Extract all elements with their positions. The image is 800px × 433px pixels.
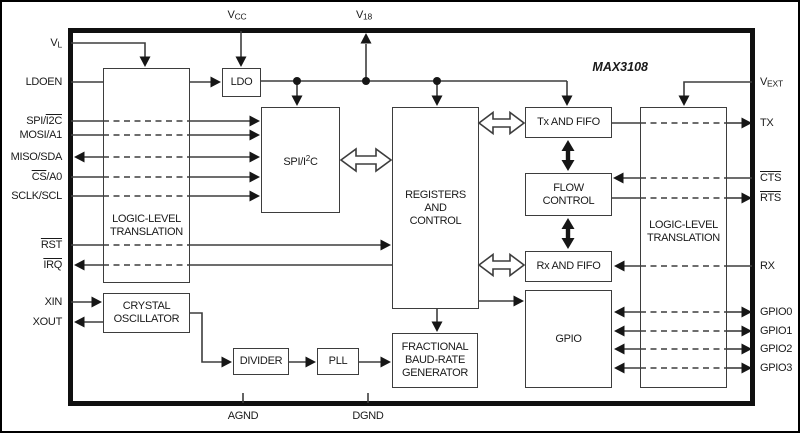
pin-label-vext: VEXT bbox=[760, 76, 783, 89]
block-pll: PLL bbox=[317, 348, 359, 375]
junction-dot bbox=[433, 77, 441, 85]
block-spi-i2c: SPI/I2C bbox=[261, 107, 340, 213]
pin-label-v18: V18 bbox=[355, 9, 373, 22]
pin-label-spi-i2c: SPI/I2C bbox=[26, 115, 62, 127]
vertical-double-arrows bbox=[561, 140, 575, 249]
block-flow-control: FLOW CONTROL bbox=[525, 173, 612, 216]
pin-label-mosi-a1: MOSI/A1 bbox=[19, 129, 62, 141]
block-registers-and-control: REGISTERS AND CONTROL bbox=[392, 107, 479, 309]
pin-label-vl: VL bbox=[50, 37, 62, 50]
block-divider: DIVIDER bbox=[233, 348, 289, 375]
bus-arrows bbox=[339, 110, 526, 278]
pin-label-gpio1: GPIO1 bbox=[760, 325, 793, 337]
pin-label-gpio0: GPIO0 bbox=[760, 306, 793, 318]
pin-label-sclk-scl: SCLK/SCL bbox=[11, 190, 62, 202]
pin-label-gpio2: GPIO2 bbox=[760, 343, 793, 355]
pin-label-agnd: AGND bbox=[227, 410, 259, 422]
pin-label-miso-sda: MISO/SDA bbox=[10, 151, 63, 163]
pin-label-xin: XIN bbox=[44, 296, 63, 308]
solid-wires bbox=[71, 31, 752, 403]
pin-label-rst: RST bbox=[40, 239, 62, 251]
pin-label-xout: XOUT bbox=[32, 316, 63, 328]
pin-label-rx: RX bbox=[760, 260, 775, 272]
pin-label-ldoen: LDOEN bbox=[25, 76, 63, 88]
block-gpio: GPIO bbox=[525, 290, 612, 388]
pin-label-tx: TX bbox=[760, 117, 774, 129]
arrowheads bbox=[74, 33, 752, 374]
block-logic-level-translation-right: LOGIC-LEVEL TRANSLATION bbox=[640, 107, 727, 388]
pin-label-gpio3: GPIO3 bbox=[760, 362, 793, 374]
block-rx-fifo: Rx AND FIFO bbox=[525, 251, 612, 282]
pin-label-vcc: VCC bbox=[227, 9, 247, 22]
block-fractional-baud-rate-generator: FRACTIONAL BAUD-RATE GENERATOR bbox=[392, 333, 478, 388]
pin-label-irq: IRQ bbox=[43, 259, 62, 271]
chip-outline bbox=[68, 28, 755, 406]
junction-dot bbox=[293, 77, 301, 85]
pin-label-dgnd: DGND bbox=[352, 410, 384, 422]
block-ldo: LDO bbox=[222, 68, 261, 97]
junction-dot bbox=[362, 77, 370, 85]
block-logic-level-translation-left: LOGIC-LEVEL TRANSLATION bbox=[103, 68, 190, 283]
pin-label-cts: CTS bbox=[760, 172, 782, 184]
dashed-wires bbox=[103, 120, 727, 369]
chip-name-label: MAX3108 bbox=[592, 60, 648, 74]
pin-label-cs-a0: CS/A0 bbox=[31, 171, 63, 183]
block-tx-fifo: Tx AND FIFO bbox=[525, 107, 612, 138]
block-crystal-oscillator: CRYSTAL OSCILLATOR bbox=[103, 293, 190, 333]
pin-label-rts: RTS bbox=[760, 192, 781, 204]
